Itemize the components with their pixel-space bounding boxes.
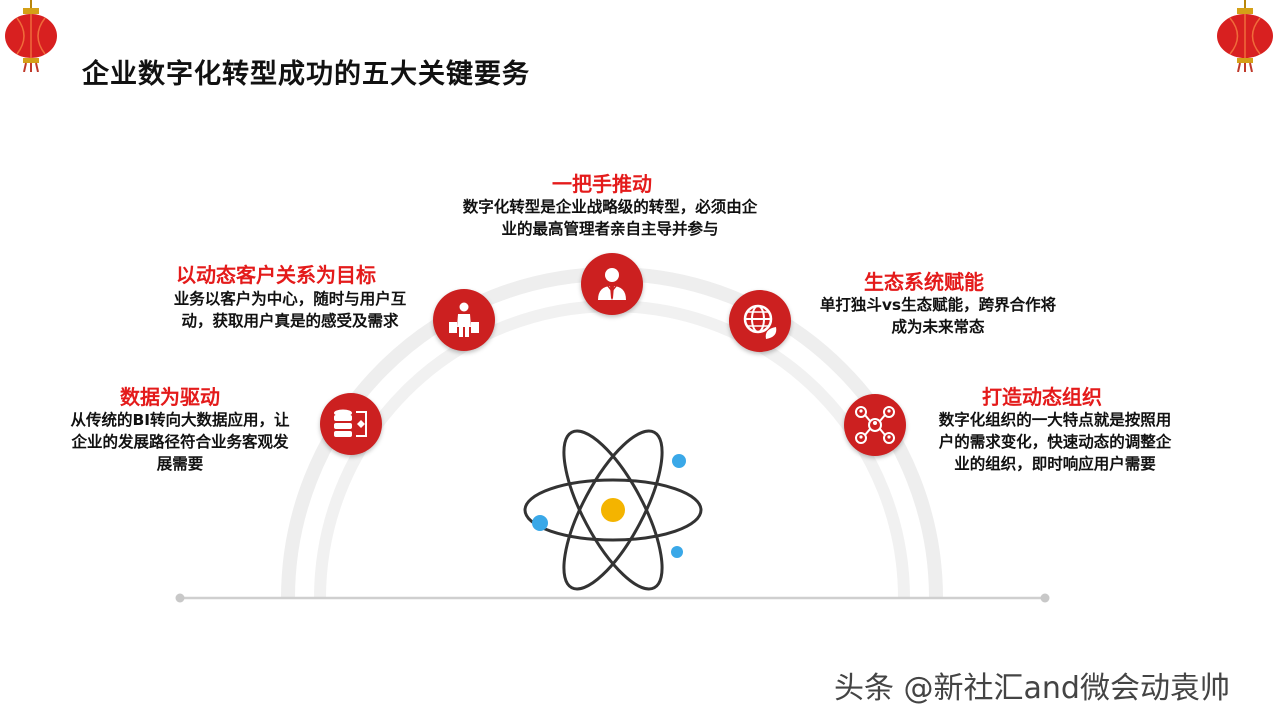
- database-flow-icon: [334, 409, 367, 437]
- icon-circle-org: [844, 394, 906, 456]
- item-leader-title: 一把手推动: [552, 172, 652, 196]
- item-ecosystem-desc: 单打独斗vs生态赋能，跨界合作将 成为未来常态: [790, 294, 1086, 338]
- item-data-desc-line: 展需要: [156, 455, 204, 473]
- item-ecosystem-desc-line: 成为未来常态: [891, 318, 985, 336]
- item-org-title: 打造动态组织: [982, 385, 1102, 409]
- item-data-desc: 从传统的BI转向大数据应用，让 企业的发展路径符合业务客观发 展需要: [44, 409, 316, 475]
- item-org-desc-line: 数字化组织的一大特点就是按照用: [938, 411, 1172, 429]
- item-customer-desc: 业务以客户为中心，随时与用户互 动，获取用户真是的感受及需求: [150, 288, 430, 332]
- executive-icon: [598, 268, 626, 300]
- shopper-icon: [449, 302, 479, 337]
- icon-circle-data: [320, 393, 382, 455]
- item-leader-desc-line: 业的最高管理者亲自主导并参与: [501, 220, 719, 238]
- item-org-desc-line: 业的组织，即时响应用户需要: [954, 455, 1156, 473]
- item-customer-desc-line: 动，获取用户真是的感受及需求: [181, 312, 399, 330]
- lantern-right-icon: [1217, 0, 1273, 72]
- icon-circle-leader: [581, 253, 643, 315]
- baseline-end-dot: [1040, 593, 1050, 603]
- item-data-desc-line: 企业的发展路径符合业务客观发: [71, 433, 289, 451]
- watermark-text: 头条 @新社汇and微会动袁帅: [834, 671, 1230, 706]
- item-customer-title: 以动态客户关系为目标: [176, 263, 376, 287]
- item-org-desc: 数字化组织的一大特点就是按照用 户的需求变化，快速动态的调整企 业的组织，即时响…: [910, 409, 1200, 475]
- item-leader-desc-line: 数字化转型是企业战略级的转型，必须由企: [462, 198, 758, 216]
- network-people-icon: [855, 406, 895, 444]
- item-customer-desc-line: 业务以客户为中心，随时与用户互: [173, 290, 407, 308]
- lantern-left-icon: [5, 0, 57, 72]
- icon-circle-customer: [433, 289, 495, 351]
- item-data-desc-line: 从传统的BI转向大数据应用，让: [70, 411, 290, 429]
- baseline-start-dot: [175, 593, 185, 603]
- globe-leaf-icon: [743, 304, 777, 339]
- atom-icon: [523, 429, 703, 591]
- icon-circle-ecosystem: [729, 290, 791, 352]
- item-ecosystem-desc-line: 单打独斗vs生态赋能，跨界合作将: [819, 296, 1057, 314]
- item-org-desc-line: 户的需求变化，快速动态的调整企: [938, 433, 1172, 451]
- page-title: 企业数字化转型成功的五大关键要务: [82, 59, 530, 90]
- item-data-title: 数据为驱动: [120, 385, 220, 409]
- item-ecosystem-title: 生态系统赋能: [864, 270, 984, 294]
- item-leader-desc: 数字化转型是企业战略级的转型，必须由企 业的最高管理者亲自主导并参与: [420, 196, 800, 240]
